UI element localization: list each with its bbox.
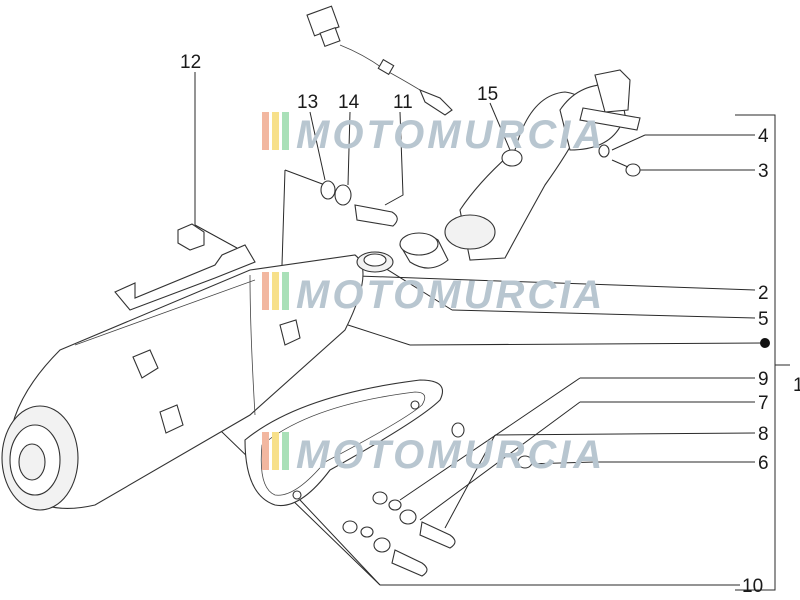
wm3-stripe-1 [262, 432, 269, 470]
clip-a [132, 349, 159, 379]
wm3-stripe-3 [282, 432, 289, 470]
grommet-6 [517, 455, 533, 469]
washer-13 [320, 180, 336, 200]
wm2-stripe-3 [282, 272, 289, 310]
leader-7a [419, 401, 581, 521]
tailpipe-outlet [18, 443, 46, 481]
leader-13 [309, 111, 326, 181]
callout-labels: 1 2 3 4 5 6 7 8 9 10 11 12 13 14 15 [180, 52, 800, 597]
leader-9a [399, 377, 581, 501]
pipe-inlet [444, 214, 496, 250]
heat-shield-rim [260, 391, 426, 496]
screw-3 [625, 163, 641, 177]
clip-b [159, 404, 184, 434]
group-1-bracket [735, 114, 776, 591]
spacer-10a [372, 491, 388, 505]
lambda-sensor [306, 5, 453, 116]
callout-5: 5 [758, 309, 769, 330]
front-pipe [444, 69, 641, 261]
spacer-9 [451, 422, 465, 438]
callout-12: 12 [180, 52, 201, 73]
callout-9: 9 [758, 369, 769, 390]
shield-hole-2 [292, 490, 302, 500]
washer-14 [334, 184, 352, 206]
washer-10b [360, 526, 374, 538]
hardware [177, 144, 641, 577]
callout-14: 14 [338, 92, 360, 113]
collar-5-inner [363, 253, 387, 267]
washer-8a [399, 509, 417, 525]
heat-shield [244, 379, 444, 507]
leader-5 [451, 309, 756, 319]
wm1-stripe-3 [282, 112, 289, 150]
wm3-stripe-2 [272, 432, 279, 470]
leader-dot [409, 342, 763, 346]
bolt-7b [391, 549, 428, 577]
watermark-3: MOTOMURCIA [262, 432, 605, 477]
callout-3: 3 [758, 161, 769, 182]
sensor-boss [501, 149, 523, 167]
washer-8b [373, 537, 391, 553]
watermark-2: MOTOMURCIA [262, 272, 605, 317]
shield-hole-1 [410, 400, 420, 410]
callout-11: 11 [393, 92, 413, 113]
silencer-seam-2 [249, 274, 256, 416]
wire-sleeve [377, 58, 395, 76]
leader-dot-a [347, 324, 411, 346]
callout-1: 1 [793, 375, 800, 396]
leader-4a [611, 134, 646, 151]
heat-shield-plate [244, 379, 444, 507]
screw-3-shank [611, 159, 629, 168]
spacer-10b [342, 520, 358, 534]
wm1-text: MOTOMURCIA [296, 113, 605, 157]
wm2-stripe-2 [272, 272, 279, 310]
callout-dot [760, 338, 770, 348]
leader-13c [281, 169, 286, 266]
gasket-2-end [399, 232, 439, 256]
sensor-body [418, 89, 453, 116]
wm3-text: MOTOMURCIA [296, 433, 605, 477]
wm1-stripe-2 [272, 112, 279, 150]
leader-14 [347, 111, 351, 186]
top-bracket [114, 244, 256, 311]
callout-10: 10 [742, 576, 763, 597]
washer-10a [388, 499, 402, 511]
gaskets [356, 232, 449, 273]
wm2-text: MOTOMURCIA [296, 273, 605, 317]
leader-8 [494, 432, 756, 436]
wm2-stripe-1 [262, 272, 269, 310]
leader-6a [524, 461, 596, 465]
callout-6: 6 [758, 453, 769, 474]
watermark-1: MOTOMURCIA [262, 112, 605, 157]
callout-4: 4 [758, 126, 769, 147]
nut-12 [177, 223, 205, 251]
sensor-connector-body [319, 26, 341, 48]
bolt-7a [419, 521, 456, 549]
callout-8: 8 [758, 424, 769, 445]
leader-10b [299, 499, 381, 586]
callout-2: 2 [758, 283, 769, 304]
callout-7: 7 [758, 393, 769, 414]
leader-15 [489, 102, 511, 151]
stud-11 [354, 204, 398, 227]
silencer-seam [74, 279, 256, 346]
wm1-stripe-1 [262, 112, 269, 150]
washer-4 [598, 144, 610, 158]
flange-plate [579, 107, 641, 131]
leader-8a [444, 434, 496, 529]
callout-15: 15 [477, 84, 498, 105]
leader-13b [284, 169, 326, 186]
header-flange [594, 69, 631, 113]
silencer [1, 244, 364, 511]
leader-12b [194, 224, 238, 249]
clip-c [279, 319, 301, 346]
callout-13: 13 [297, 92, 318, 113]
leader-11 [384, 111, 404, 206]
